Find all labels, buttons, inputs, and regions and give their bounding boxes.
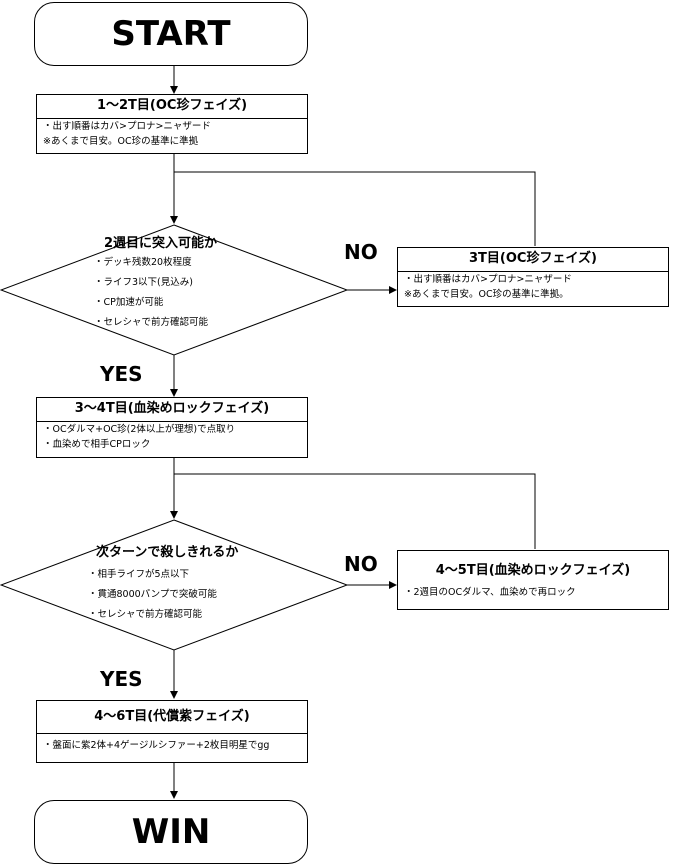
decision1-line: ・デッキ残数20枚程度 [94,257,192,268]
loop-phase3-to-decision1 [174,171,536,246]
phase1-title: 1～2T目(OC珍フェイズ) [37,95,307,119]
decision2-diamond [0,519,349,651]
decision1-line: ・CP加速が可能 [94,297,164,308]
phase1-line: ・出す順番はカバ>プロナ>ニャザード [43,121,211,132]
phase46-title: 4～6T目(代償紫フェイズ) [37,701,307,734]
win-terminal: WIN [34,800,308,864]
start-terminal: START [34,2,308,66]
phase34-line: ・OCダルマ+OC珍(2体以上が理想)で点取り [43,424,236,435]
phase46-box: 4～6T目(代償紫フェイズ) ・盤面に紫2体+4ゲージルシファー+2枚目明星でg… [36,700,308,763]
loop-phase45-to-decision2 [174,473,536,549]
phase3-line: ※あくまで目安。OC珍の基準に準拠。 [404,289,569,300]
start-label: START [111,14,231,54]
phase1-box: 1～2T目(OC珍フェイズ) ・出す順番はカバ>プロナ>ニャザード ※あくまで目… [36,94,308,154]
win-label: WIN [131,812,211,852]
phase46-line: ・盤面に紫2体+4ゲージルシファー+2枚目明星でgg [43,740,270,751]
phase34-line: ・血染めで相手CPロック [43,439,151,450]
phase45-line: ・2週目のOCダルマ、血染めで再ロック [404,587,576,598]
phase1-line: ※あくまで目安。OC珍の基準に準拠 [43,136,199,147]
decision1-line: ・ライフ3以下(見込み) [94,277,193,288]
decision1-line: ・セレシャで前方確認可能 [94,317,209,328]
phase3-line: ・出す順番はカバ>プロナ>ニャザード [404,274,572,285]
phase3-title: 3T目(OC珍フェイズ) [398,248,668,272]
phase3-box: 3T目(OC珍フェイズ) ・出す順番はカバ>プロナ>ニャザード ※あくまで目安。… [397,247,669,307]
decision2-title: 次ターンで殺しきれるか [96,545,239,560]
phase45-box: 4～5T目(血染めロックフェイズ) ・2週目のOCダルマ、血染めで再ロック [397,550,669,610]
decision1-title: 2週目に突入可能か [104,236,218,251]
decision1-yes-label: YES [100,362,143,386]
decision2-no-label: NO [344,552,378,576]
decision2-line: ・貫通8000パンプで突破可能 [88,589,217,600]
decision2-line: ・相手ライフが5点以下 [88,569,190,580]
phase34-box: 3～4T目(血染めロックフェイズ) ・OCダルマ+OC珍(2体以上が理想)で点取… [36,397,308,458]
phase45-title: 4～5T目(血染めロックフェイズ) [435,563,631,578]
phase34-title: 3～4T目(血染めロックフェイズ) [37,398,307,422]
decision2-yes-label: YES [100,667,143,691]
decision2-line: ・セレシャで前方確認可能 [88,609,203,620]
decision1-no-label: NO [344,240,378,264]
